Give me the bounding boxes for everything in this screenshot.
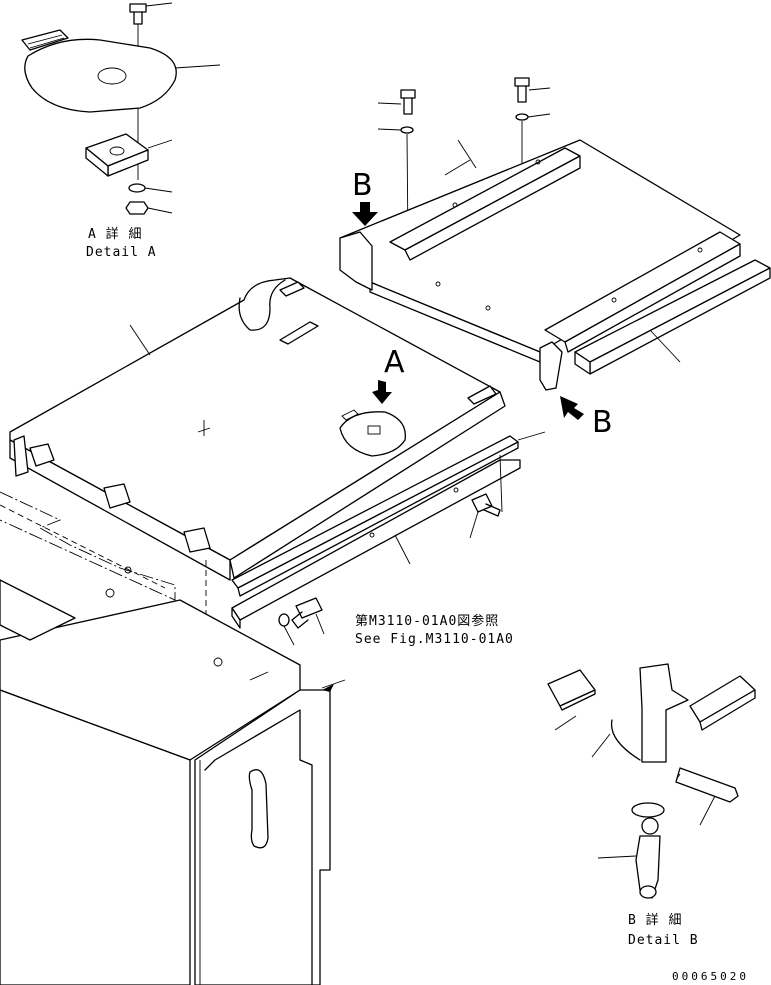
ref-label-jp: 第M3110-01A0図参照: [355, 613, 499, 629]
detail-a-nut: [125, 201, 149, 215]
view-b-right-arrow: [560, 396, 584, 420]
detail-a-bolt: [129, 2, 173, 25]
detail-a: A 詳 細 Detail A: [21, 2, 221, 260]
view-b-top-label: B: [352, 168, 373, 203]
detail-a-bracket: [85, 133, 173, 177]
detail-b: B 詳 細 Detail B: [547, 663, 756, 948]
detail-a-label-en: Detail A: [86, 245, 157, 260]
base-frame: [0, 491, 346, 985]
panel-bolt-left: [377, 89, 416, 246]
main-floor-cover: A: [9, 277, 506, 581]
side-rail: [231, 431, 546, 597]
hinge-2: [103, 483, 131, 509]
view-b-right-label: B: [592, 405, 613, 440]
trim-bolt: [469, 493, 501, 539]
ref-label-en: See Fig.M3110-01A0: [355, 632, 514, 647]
view-a-label: A: [384, 345, 405, 380]
drawing-number: 00065020: [672, 970, 749, 983]
lower-bolt: [278, 597, 325, 646]
upper-floor-panel: B B: [339, 77, 771, 440]
latch: [539, 341, 563, 391]
view-a-arrow: [372, 380, 392, 404]
detail-b-label-en: Detail B: [628, 933, 699, 948]
detail-a-label-jp: A 詳 細: [88, 226, 142, 242]
detail-a-cover-plate: [24, 38, 177, 113]
detail-a-hinge: [21, 29, 69, 51]
hinge-1: [13, 435, 55, 477]
detail-b-label-jp: B 詳 細: [628, 912, 682, 928]
grab-handle: [248, 769, 269, 849]
hinge-3: [183, 527, 211, 553]
detail-b-pin: [675, 767, 739, 826]
trim-strip: [231, 459, 521, 629]
detail-a-washer: [128, 183, 146, 193]
view-b-top-arrow: [352, 202, 378, 226]
detail-b-latch-handle: [631, 802, 665, 899]
